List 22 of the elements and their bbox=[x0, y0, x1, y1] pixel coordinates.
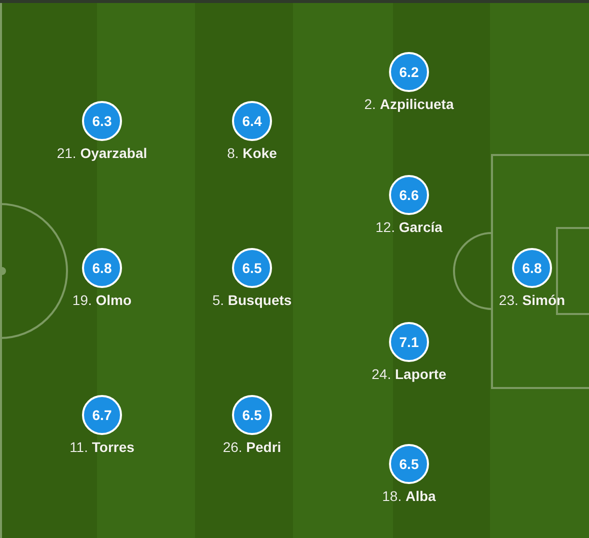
player-rating: 6.3 bbox=[92, 113, 112, 129]
player-name: 11. Torres bbox=[70, 438, 134, 456]
player-rating: 6.5 bbox=[399, 456, 419, 472]
player-rating: 6.8 bbox=[522, 260, 542, 276]
player-name: 23. Simón bbox=[498, 291, 566, 309]
player-rating: 6.5 bbox=[242, 407, 262, 423]
player-name: 2. Azpilicueta bbox=[364, 95, 454, 113]
player-rating: 6.6 bbox=[399, 187, 419, 203]
player-name: 26. Pedri bbox=[222, 438, 282, 456]
player-rating: 6.4 bbox=[242, 113, 262, 129]
player-name: 5. Busquets bbox=[212, 291, 292, 309]
player-name: 8. Koke bbox=[227, 144, 277, 162]
player-name: 12. García bbox=[376, 218, 442, 236]
player-name: 24. Laporte bbox=[372, 365, 446, 383]
player-rating: 6.7 bbox=[92, 407, 112, 423]
player-rating: 6.2 bbox=[399, 64, 419, 80]
player-name: 18. Alba bbox=[382, 487, 436, 505]
player-name: 21. Oyarzabal bbox=[56, 144, 148, 162]
player-rating: 7.1 bbox=[399, 334, 419, 350]
player-rating: 6.5 bbox=[242, 260, 262, 276]
player-rating: 6.8 bbox=[92, 260, 112, 276]
player-name: 19. Olmo bbox=[72, 291, 132, 309]
